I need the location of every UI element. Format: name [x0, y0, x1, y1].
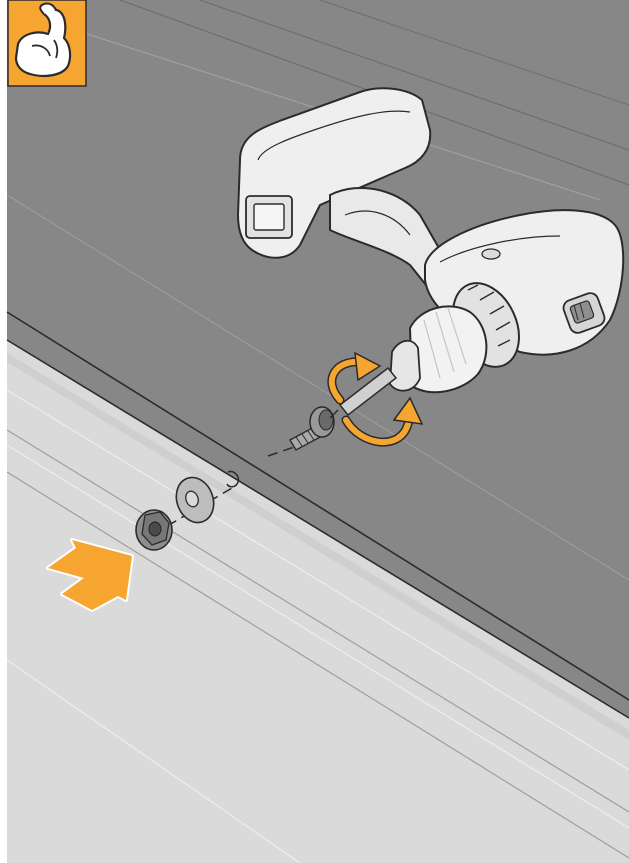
flange-nut: [136, 510, 172, 550]
flexed-arm-strength-icon: [8, 0, 86, 86]
